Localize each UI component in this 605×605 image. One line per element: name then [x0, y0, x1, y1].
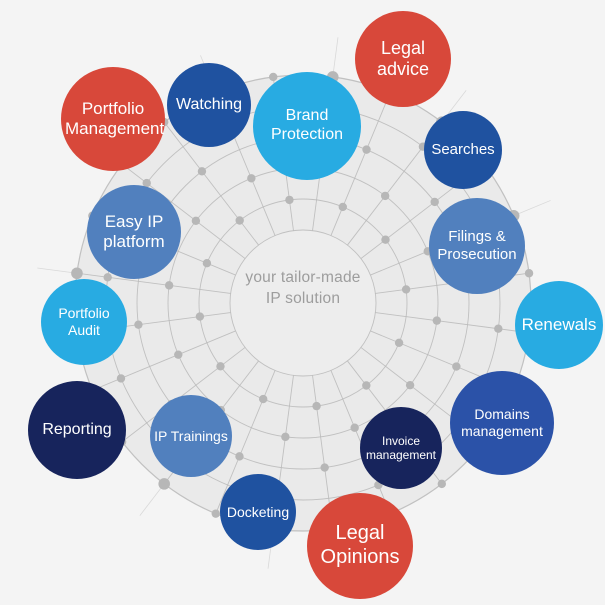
service-node-ip-trainings[interactable]: IP Trainings — [150, 395, 232, 477]
service-node-label: IP Trainings — [154, 427, 228, 444]
service-node-brand-protection[interactable]: Brand Protection — [253, 72, 361, 180]
service-node-legal-opinions[interactable]: Legal Opinions — [307, 493, 413, 599]
service-node-docketing[interactable]: Docketing — [220, 474, 296, 550]
service-node-portfolio-audit[interactable]: Portfolio Audit — [41, 279, 127, 365]
service-node-label: Domains management — [461, 406, 543, 439]
service-node-label: Easy IP platform — [103, 211, 165, 251]
service-node-label: Watching — [175, 95, 243, 113]
service-node-label: Portfolio Audit — [58, 305, 110, 338]
service-node-domains-management[interactable]: Domains management — [450, 371, 554, 475]
service-node-portfolio-management[interactable]: Portfolio Management — [61, 67, 165, 171]
service-node-easy-ip-platform[interactable]: Easy IP platform — [87, 185, 181, 279]
service-node-watching[interactable]: Watching — [167, 63, 251, 147]
service-node-label: Legal advice — [376, 37, 430, 79]
service-node-reporting[interactable]: Reporting — [28, 381, 126, 479]
service-node-label: Filings & Prosecution — [437, 228, 517, 263]
service-node-label: Docketing — [226, 503, 290, 520]
service-node-label: Portfolio Management — [65, 98, 165, 138]
service-node-invoice-management[interactable]: Invoice management — [360, 407, 442, 489]
service-node-label: Brand Protection — [270, 107, 344, 143]
service-node-label: Searches — [431, 141, 495, 159]
service-node-legal-advice[interactable]: Legal advice — [355, 11, 451, 107]
service-node-label: Reporting — [42, 420, 112, 438]
service-node-renewals[interactable]: Renewals — [515, 281, 603, 369]
service-node-label: Legal Opinions — [320, 522, 400, 568]
service-node-filings-prosecution[interactable]: Filings & Prosecution — [429, 198, 525, 294]
service-node-label: Renewals — [521, 314, 597, 334]
service-node-label: Invoice management — [365, 433, 437, 462]
service-node-searches[interactable]: Searches — [424, 111, 502, 189]
